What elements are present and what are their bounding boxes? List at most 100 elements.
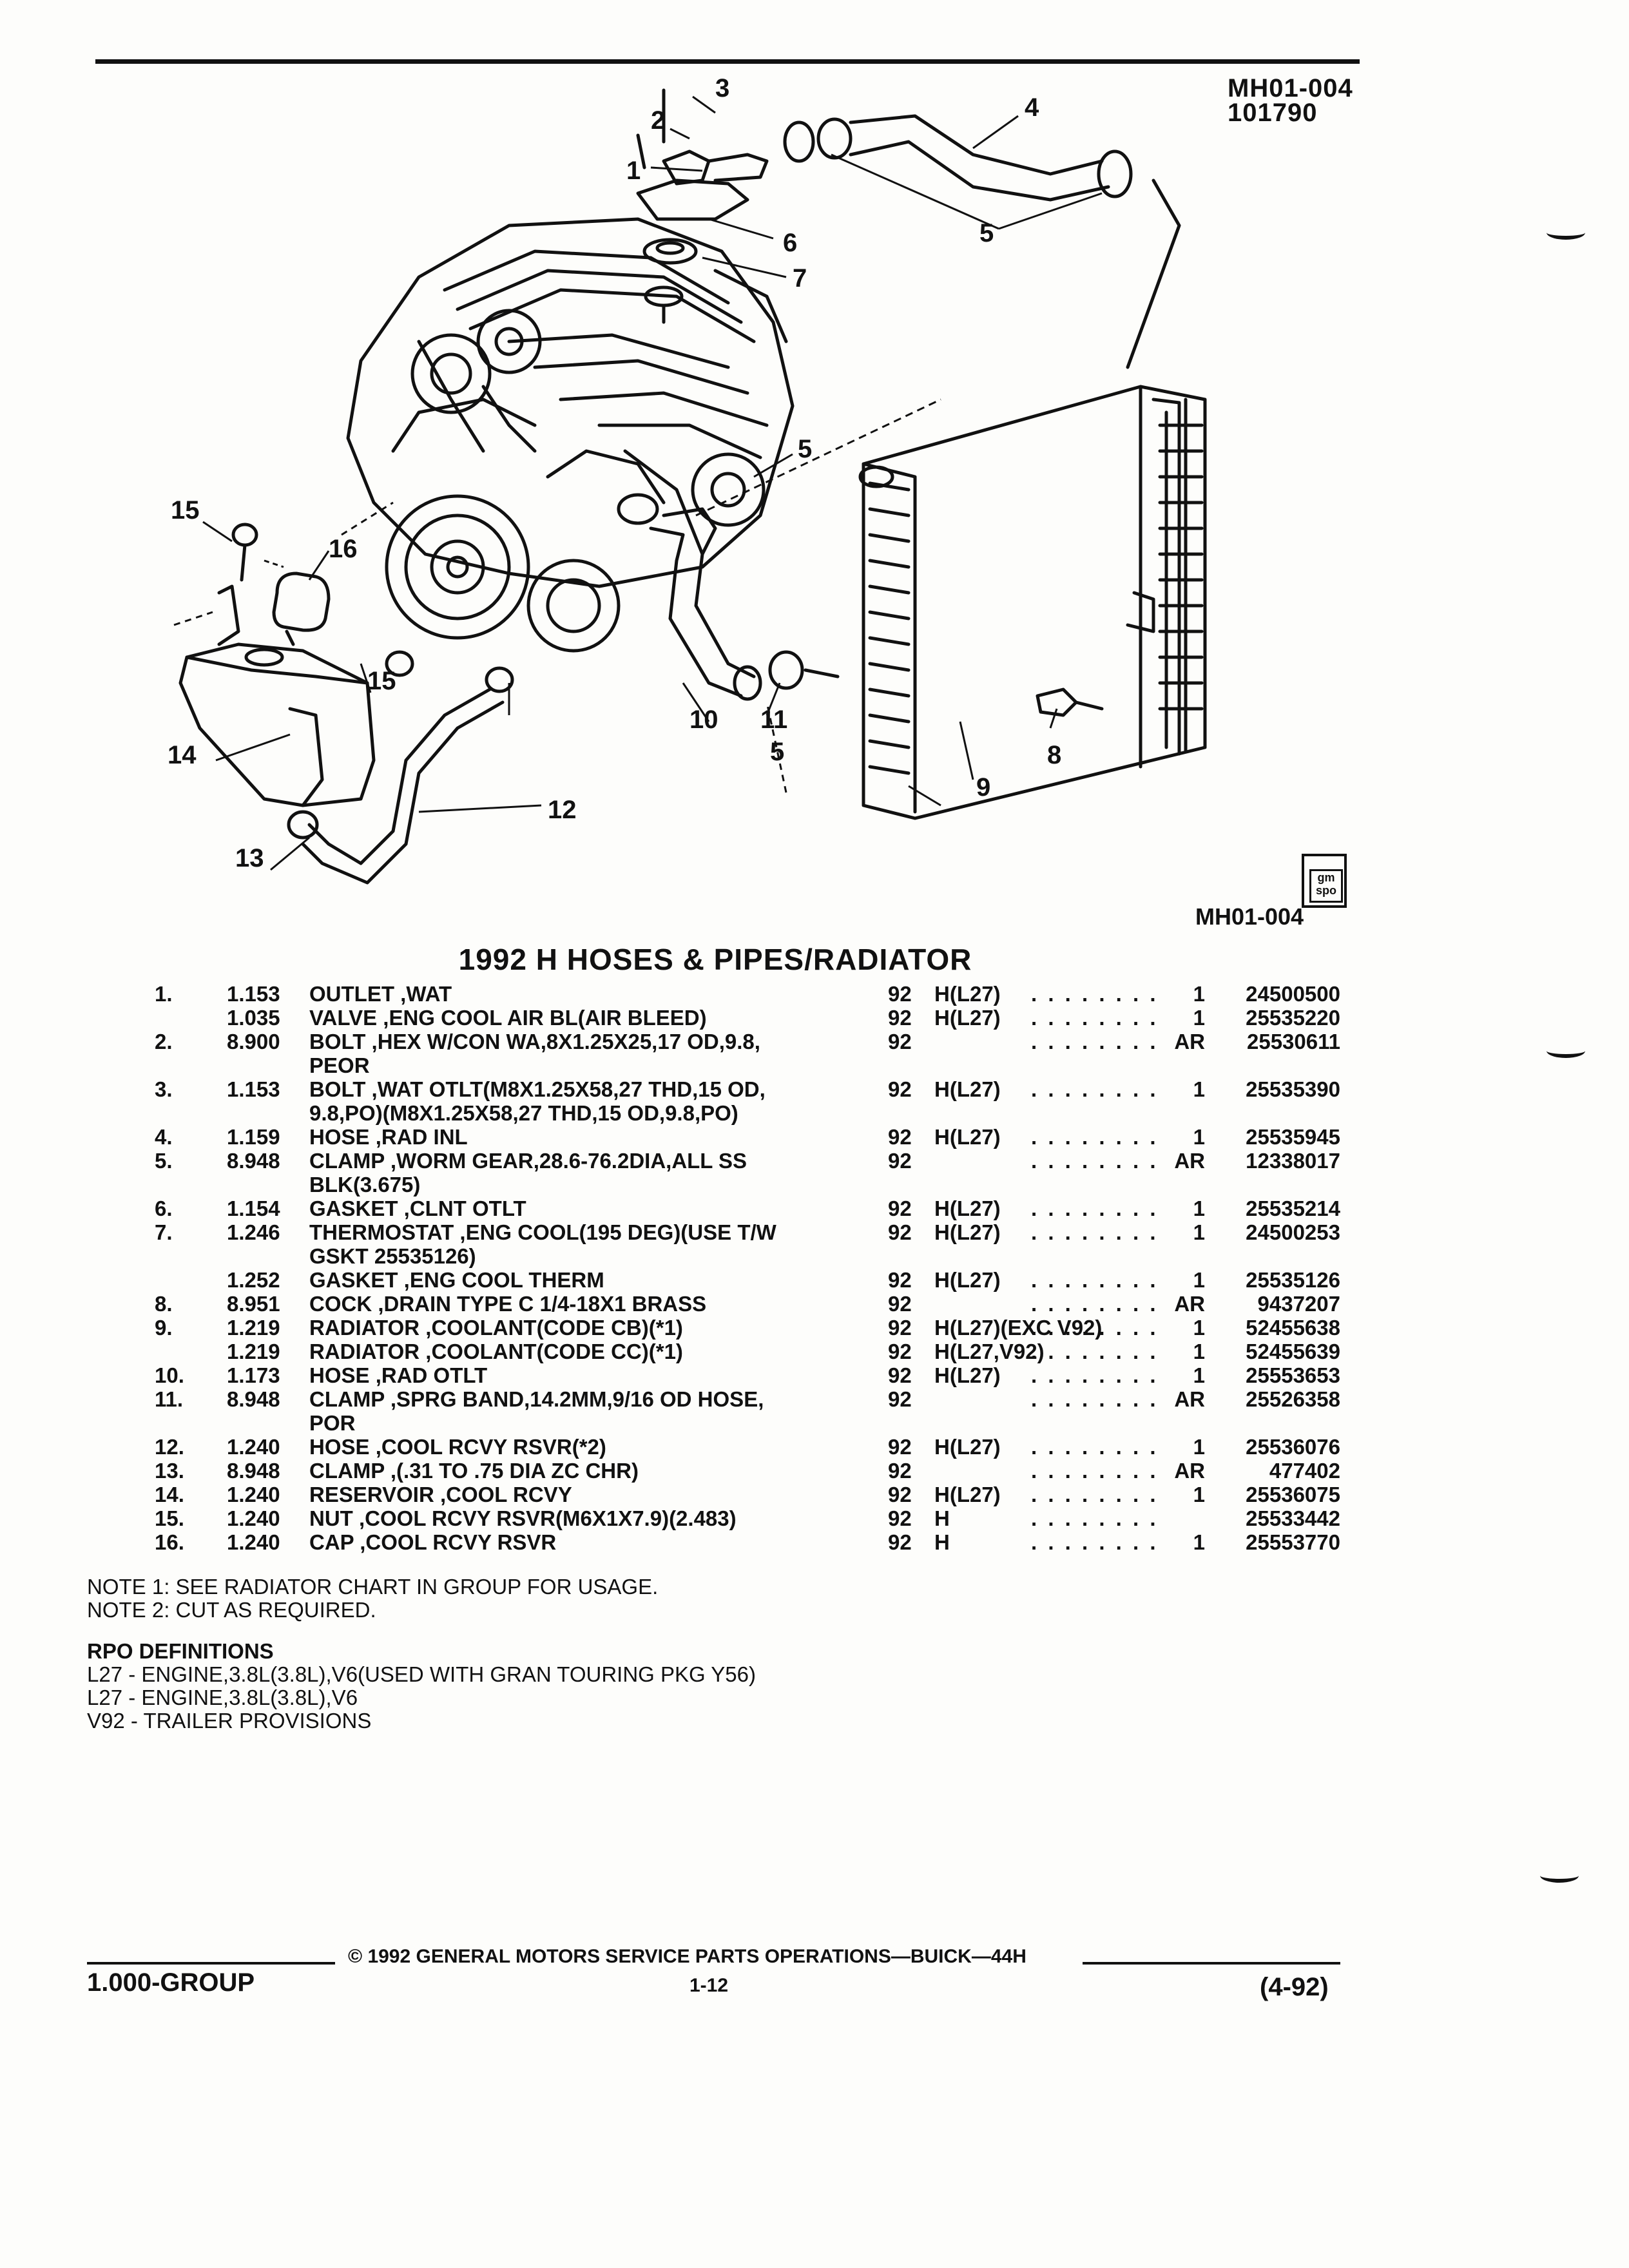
part-quantity: 1 (1193, 982, 1205, 1006)
part-description: VALVE ,ENG COOL AIR BL(AIR BLEED) (309, 1006, 707, 1030)
upper-hose-drawing (783, 114, 1181, 369)
leader-dots: . . . . . . . . . . . . . . . . . . . . … (1031, 1364, 1160, 1387)
part-quantity: 1 (1193, 1316, 1205, 1340)
footer-rule-right (1083, 1962, 1340, 1965)
part-year: 92 (888, 1459, 912, 1483)
part-quantity: 1 (1193, 1435, 1205, 1459)
part-ref: 9. (155, 1316, 173, 1340)
part-year: 92 (888, 1006, 912, 1030)
part-quantity: AR (1174, 1292, 1205, 1316)
leader-dots: . . . . . . . . . . . . . . . . . . . . … (1031, 1388, 1160, 1411)
part-quantity: 1 (1193, 1077, 1205, 1101)
part-year: 92 (888, 1483, 912, 1506)
footer-group: 1.000-GROUP (87, 1968, 255, 1997)
part-ref: 10. (155, 1363, 184, 1387)
part-group: 1.035 (227, 1006, 280, 1030)
leader-dots: . . . . . . . . . . . . . . . . . . . . … (1031, 1269, 1160, 1292)
part-quantity: 1 (1193, 1196, 1205, 1220)
part-year: 92 (888, 1030, 912, 1053)
part-application: H(L27) (934, 1125, 1001, 1149)
overflow-hose-drawing (287, 650, 514, 885)
part-number: 25530611 (1246, 1030, 1340, 1053)
part-number: 25536075 (1246, 1483, 1340, 1506)
reservoir-drawing (178, 523, 376, 807)
part-year: 92 (888, 1292, 912, 1316)
part-group: 1.240 (227, 1435, 280, 1459)
part-group: 1.246 (227, 1220, 280, 1244)
part-description: THERMOSTAT ,ENG COOL(195 DEG)(USE T/W (309, 1220, 776, 1244)
part-year: 92 (888, 1125, 912, 1149)
part-ref: 3. (155, 1077, 173, 1101)
part-group: 1.153 (227, 1077, 280, 1101)
callout-12: 12 (548, 796, 577, 824)
part-quantity: AR (1174, 1149, 1205, 1173)
part-group: 1.219 (227, 1316, 280, 1340)
part-year: 92 (888, 1196, 912, 1220)
part-year: 92 (888, 1435, 912, 1459)
part-quantity: AR (1174, 1459, 1205, 1483)
part-group: 8.948 (227, 1149, 280, 1173)
margin-mark (1540, 1869, 1579, 1883)
engine-drawing (346, 217, 795, 653)
part-description-continued: 9.8,PO)(M8X1.25X58,27 THD,15 OD,9.8,PO) (309, 1101, 738, 1125)
header-code-line: MH01-004 (1228, 74, 1353, 102)
part-application: H (934, 1506, 950, 1530)
part-ref: 16. (155, 1530, 184, 1554)
page-title: 1992 H HOSES & PIPES/RADIATOR (458, 943, 972, 976)
part-number: 25535126 (1246, 1268, 1340, 1292)
leader-dots: . . . . . . . . . . . . . . . . . . . . … (1031, 1030, 1160, 1053)
callout-3: 3 (715, 74, 729, 102)
notes-section: NOTE 1: SEE RADIATOR CHART IN GROUP FOR … (87, 1575, 658, 1622)
part-group: 1.252 (227, 1268, 280, 1292)
margin-mark (1547, 226, 1585, 240)
part-year: 92 (888, 1363, 912, 1387)
exploded-view-illustration: 3 2 1 4 5 5 6 7 8 9 10 11 5 12 13 14 15 … (168, 74, 1207, 885)
leader-dots: . . . . . . . . . . . . . . . . . . . . … (1031, 1483, 1160, 1506)
lower-hose-drawing (617, 493, 840, 701)
part-quantity: 1 (1193, 1363, 1205, 1387)
part-group: 1.240 (227, 1506, 280, 1530)
part-description-continued: GSKT 25535126) (309, 1244, 476, 1268)
part-group: 8.948 (227, 1459, 280, 1483)
leader-dots: . . . . . . . . . . . . . . . . . . . . … (1031, 1531, 1160, 1554)
thermostat-outlet-drawing (636, 88, 769, 324)
rpo-line: V92 - TRAILER PROVISIONS (87, 1709, 372, 1733)
leader-dots: . . . . . . . . . . . . . . . . . . . . … (1031, 983, 1160, 1006)
leader-dots: . . . . . . . . . . . . . . . . . . . . … (1031, 1197, 1160, 1220)
part-description: RADIATOR ,COOLANT(CODE CC)(*1) (309, 1340, 683, 1363)
part-group: 1.159 (227, 1125, 280, 1149)
part-description-continued: POR (309, 1411, 356, 1435)
part-ref: 14. (155, 1483, 184, 1506)
part-ref: 12. (155, 1435, 184, 1459)
part-application: H(L27) (934, 1363, 1001, 1387)
part-number: 12338017 (1246, 1149, 1340, 1173)
leader-dots: . . . . . . . . . . . . . . . . . . . . … (1031, 1459, 1160, 1483)
part-group: 1.240 (227, 1483, 280, 1506)
part-number: 25553770 (1246, 1530, 1340, 1554)
part-application: H(L27) (934, 1435, 1001, 1459)
part-number: 25536076 (1246, 1435, 1340, 1459)
top-rule (95, 59, 1360, 64)
rpo-heading: RPO DEFINITIONS (87, 1639, 274, 1663)
part-number: 24500253 (1246, 1220, 1340, 1244)
part-ref: 13. (155, 1459, 184, 1483)
part-quantity: 1 (1193, 1220, 1205, 1244)
part-number: 9437207 (1257, 1292, 1340, 1316)
callout-9: 9 (976, 773, 990, 802)
leader-dots: . . . . . . . . . . . . . . . . . . . . … (1031, 1507, 1160, 1530)
part-year: 92 (888, 1530, 912, 1554)
rpo-definitions: RPO DEFINITIONS L27 - ENGINE,3.8L(3.8L),… (87, 1640, 756, 1733)
part-group: 1.154 (227, 1196, 280, 1220)
part-ref: 2. (155, 1030, 173, 1053)
part-application: H(L27) (934, 982, 1001, 1006)
part-description: COCK ,DRAIN TYPE C 1/4-18X1 BRASS (309, 1292, 707, 1316)
part-application: H(L27)(EXC V92) (934, 1316, 1103, 1340)
part-ref: 4. (155, 1125, 173, 1149)
part-application: H(L27) (934, 1220, 1001, 1244)
part-quantity: 1 (1193, 1268, 1205, 1292)
header-date-line: 101790 (1228, 99, 1318, 127)
part-description: BOLT ,WAT OTLT(M8X1.25X58,27 THD,15 OD, (309, 1077, 766, 1101)
part-description: OUTLET ,WAT (309, 982, 452, 1006)
leader-dots: . . . . . . . . . . . . . . . . . . . . … (1031, 1316, 1160, 1340)
part-number: 24500500 (1246, 982, 1340, 1006)
